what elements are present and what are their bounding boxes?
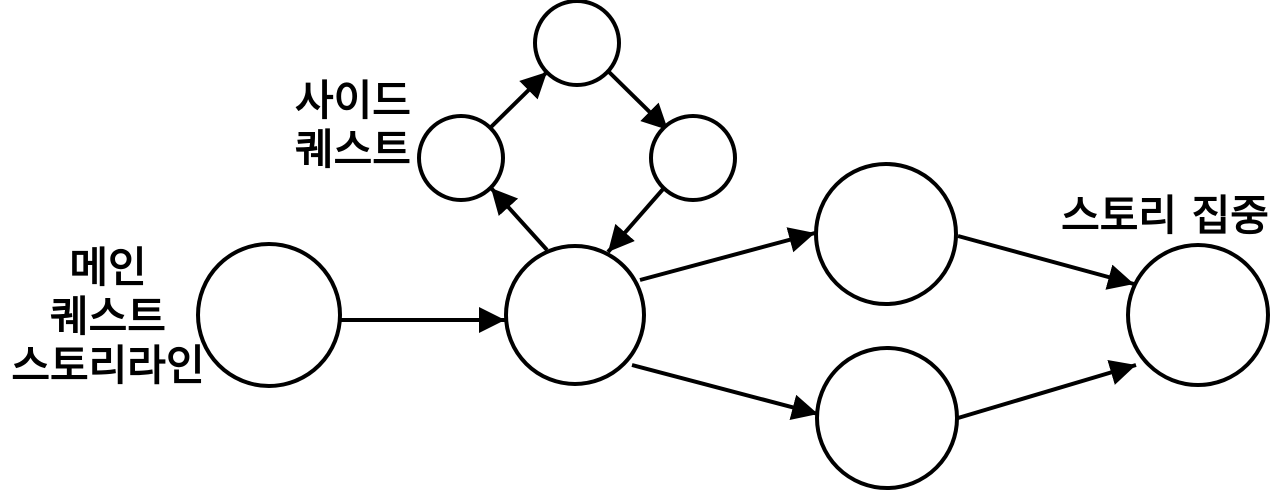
side-quest-label-line-2: 퀘스트 — [295, 125, 411, 174]
node-side-left — [417, 114, 505, 202]
story-focus-label-line-1: 스토리 집중 — [1061, 191, 1269, 240]
main-quest-label-line-2: 퀘스트 — [50, 292, 166, 341]
side-quest-label-line-1: 사이드 — [295, 76, 411, 125]
node-hub — [504, 244, 646, 386]
node-lower-branch — [815, 346, 959, 490]
node-main-start — [196, 242, 342, 388]
edge-upper-branch-to-end — [957, 234, 1135, 290]
nodes — [196, 0, 1270, 490]
edge-hub-to-side-left — [489, 186, 549, 252]
story-focus-label: 스토리 집중 — [1055, 191, 1275, 240]
node-story-end — [1126, 243, 1270, 387]
main-quest-storyline-label: 메인 퀘스트 스토리라인 — [8, 243, 208, 390]
edges — [340, 70, 1137, 420]
node-side-top — [533, 0, 621, 87]
edge-side-top-to-side-right — [607, 70, 670, 132]
edge-side-left-to-side-top — [488, 70, 549, 130]
edge-hub-to-lower-branch — [631, 363, 819, 420]
edge-side-right-to-hub — [606, 186, 666, 254]
edge-lower-branch-to-end — [957, 359, 1137, 420]
node-side-right — [649, 114, 737, 202]
main-quest-label-line-3: 스토리라인 — [11, 341, 205, 390]
edge-hub-to-upper-branch — [639, 227, 816, 282]
side-quest-label: 사이드 퀘스트 — [283, 76, 423, 174]
main-quest-label-line-1: 메인 — [69, 243, 147, 292]
node-upper-branch — [814, 162, 958, 306]
